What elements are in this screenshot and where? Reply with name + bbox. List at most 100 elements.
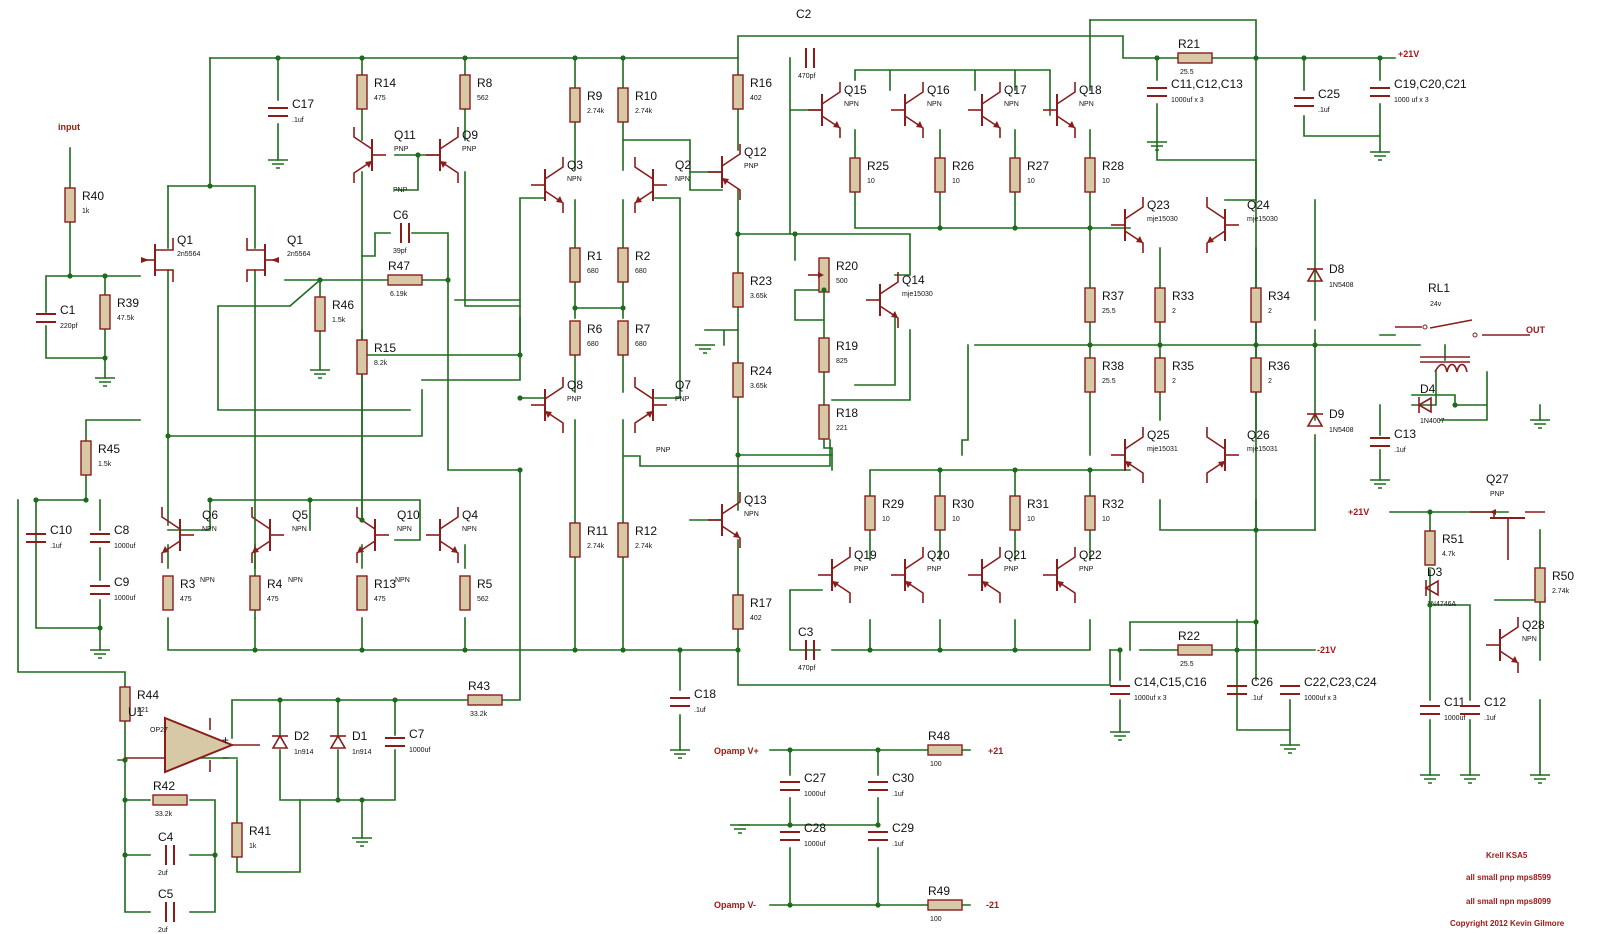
resistor-ref: R29 (882, 497, 904, 511)
resistor-ref: R21 (1178, 37, 1200, 51)
transistor-ref: Q7 (675, 378, 691, 392)
resistor-ref: R47 (388, 259, 410, 273)
capacitor-ref: C11,C12,C13 (1171, 77, 1243, 91)
q6-type-label: NPN (200, 577, 215, 584)
resistor-value: 100 (930, 916, 942, 923)
capacitor-value: .1uf (694, 707, 706, 714)
junction-dot (277, 697, 283, 703)
transistor-value: PNP (675, 396, 690, 403)
net-plus21: +21 (988, 746, 1003, 756)
capacitor-value: .1uf (1251, 695, 1263, 702)
transistor-value: NPN (292, 526, 307, 533)
diode-ref: D8 (1329, 262, 1345, 276)
junction-dot (735, 452, 741, 458)
transistor-ref: Q28 (1522, 618, 1545, 632)
resistor-value: 10 (1027, 178, 1035, 185)
capacitor-value: 1000uf (114, 595, 135, 602)
transistor-value: PNP (1490, 491, 1505, 498)
resistor-value: 2 (1268, 308, 1272, 315)
capacitor-c10: C10.1uf (26, 523, 72, 550)
q10-type-label: NPN (395, 577, 410, 584)
transistor-value: mje15030 (902, 291, 933, 298)
resistor-ref: R41 (249, 824, 271, 838)
junction-dot (1253, 55, 1259, 61)
diodes: D81N5408D91N5408D41N4007D31N4746AD21n914… (271, 262, 1457, 756)
junction-dot (1253, 619, 1259, 625)
transistor-ref: Q21 (1004, 548, 1027, 562)
capacitor-c17: C17.1uf (268, 97, 314, 124)
resistor-value: 680 (635, 268, 647, 275)
ground-symbol (670, 749, 690, 759)
resistor-r9: R92.74k (569, 87, 605, 123)
junction-dot (735, 647, 741, 653)
opamp-plus-sign: + (222, 733, 229, 747)
resistor-value: 33.2k (470, 711, 488, 718)
transistor-ref: Q10 (397, 508, 420, 522)
transistor-value: PNP (567, 396, 582, 403)
capacitor-ref: C30 (892, 771, 914, 785)
capacitor-ref: C3 (798, 625, 814, 639)
resistor-ref: R30 (952, 497, 974, 511)
capacitor-c2-label: C2 (796, 7, 812, 21)
capacitor-value: .1uf (1484, 715, 1496, 722)
junction-dot (1427, 602, 1433, 608)
ground-symbol (1460, 774, 1480, 784)
resistor-value: 25.5 (1102, 378, 1116, 385)
ground-symbol (268, 159, 288, 169)
transistor-value: NPN (462, 526, 477, 533)
capacitor-c18: C18.1uf (670, 687, 716, 714)
junction-dot (307, 497, 313, 503)
resistor-ref: R33 (1172, 289, 1194, 303)
junction-dot (33, 497, 39, 503)
resistor-value: 680 (635, 341, 647, 348)
resistor-value: 680 (587, 341, 599, 348)
junction-dot (517, 395, 523, 401)
transistor-value: 2n5564 (287, 251, 310, 258)
capacitor-c9: C9 1000uf (90, 575, 135, 602)
resistor-ref: R34 (1268, 289, 1290, 303)
resistor-ref: R26 (952, 159, 974, 173)
capacitor-value: .1uf (892, 791, 904, 798)
junction-dot (1087, 342, 1093, 348)
transistor-value: NPN (1004, 101, 1019, 108)
capacitor-ref: C9 (114, 575, 130, 589)
junction-dot (1087, 467, 1093, 473)
capacitor-value: 1000uf x 3 (1134, 695, 1167, 702)
resistor-ref: R24 (750, 364, 772, 378)
ground-symbol (310, 369, 330, 379)
junction-dot (207, 497, 213, 503)
resistor-ref: R48 (928, 729, 950, 743)
capacitor-value: 1000uf x 3 (1304, 695, 1337, 702)
capacitor-ref: C5 (158, 887, 174, 901)
junction-dot (97, 625, 103, 631)
capacitor-value: 1000uf (804, 791, 825, 798)
ground-symbol (730, 824, 750, 834)
capacitor-c2v: 470pf (798, 48, 816, 80)
diode-value: 1N4007 (1420, 418, 1445, 425)
transistor-value: NPN (567, 176, 582, 183)
junction-dot (821, 287, 827, 293)
resistor-value: 1.5k (98, 461, 112, 468)
resistor-ref: R27 (1027, 159, 1049, 173)
transistor-ref: Q14 (902, 273, 925, 287)
junction-dot (875, 747, 881, 753)
